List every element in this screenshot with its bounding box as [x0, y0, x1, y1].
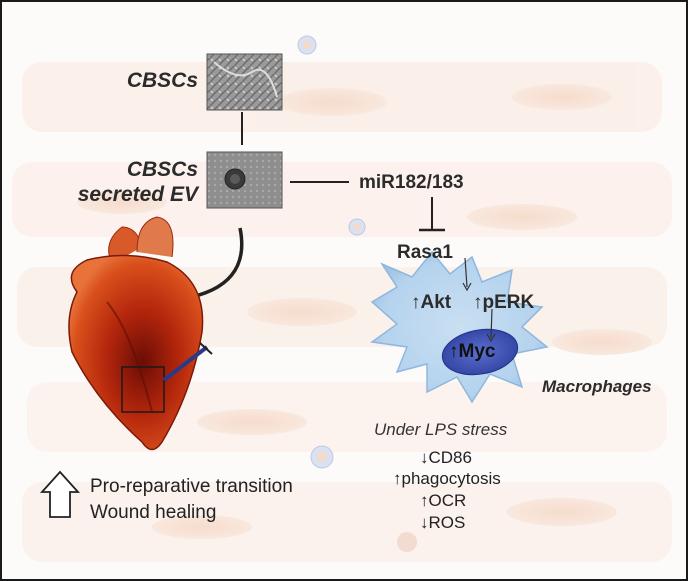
label-mirna: miR182/183 — [359, 172, 464, 193]
label-phagocytosis: ↑phagocytosis — [393, 469, 501, 488]
label-cd86: ↓CD86 — [420, 448, 472, 467]
arrow-rasa-akt — [464, 257, 468, 288]
cbsc-micrograph — [206, 53, 283, 111]
nucleus — [441, 328, 519, 376]
label-cbscs-ev-1: CBSCs — [126, 158, 198, 181]
injection-site-box — [121, 366, 165, 413]
label-cbscs-ev-2: secreted EV — [77, 183, 198, 206]
label-myc: ↑Myc — [449, 341, 496, 362]
label-ocr: ↑OCR — [420, 491, 467, 510]
arrow-perk-myc — [490, 308, 493, 339]
label-cbscs: CBSCs — [126, 69, 198, 92]
label-ros: ↓ROS — [420, 513, 466, 532]
label-rasa1: Rasa1 — [397, 242, 453, 263]
label-perk: ↑pERK — [473, 292, 535, 313]
label-wound-healing: Wound healing — [90, 502, 217, 523]
label-pro-reparative: Pro-reparative transition — [90, 476, 293, 497]
up-arrow-icon — [39, 470, 81, 518]
label-akt: ↑Akt — [411, 292, 452, 313]
macrophage-cell — [370, 250, 549, 404]
heart-illustration — [68, 216, 213, 451]
label-macrophages: Macrophages — [542, 377, 652, 396]
label-lps-stress: Under LPS stress — [374, 420, 508, 439]
syringe — [162, 345, 209, 382]
